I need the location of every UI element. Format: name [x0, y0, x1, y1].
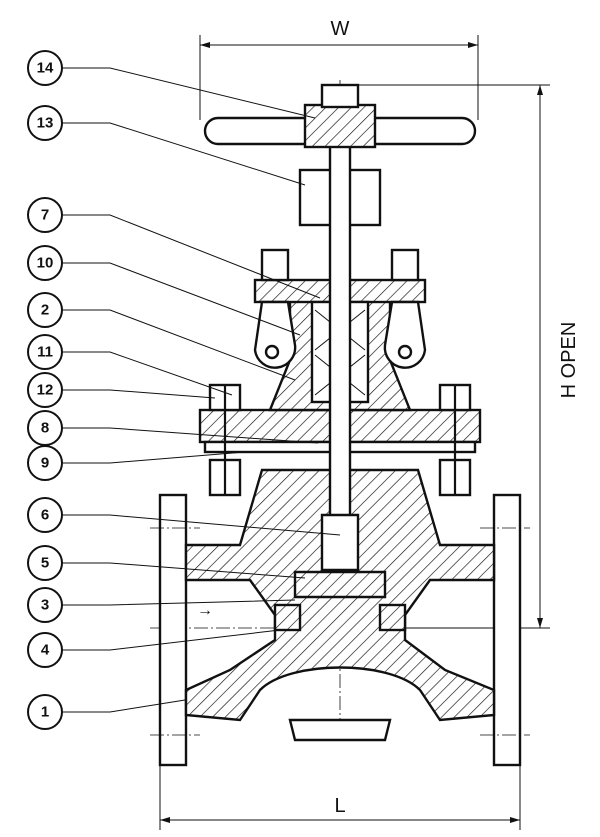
callout-number: 8 [41, 420, 49, 437]
leader-line [62, 351, 233, 396]
callout-4: 4 [27, 629, 281, 668]
callout-circle [27, 292, 63, 328]
disc [293, 570, 387, 599]
callout-circle [27, 372, 63, 408]
callout-circle [27, 105, 63, 141]
callout-5: 5 [27, 545, 306, 581]
callout-7: 7 [27, 197, 321, 299]
callout-11: 11 [27, 334, 233, 396]
callout-number: 4 [41, 642, 50, 659]
callout-14: 14 [27, 50, 316, 119]
callout-number: 3 [41, 597, 49, 614]
dimension-h-label: H OPEN [558, 322, 580, 399]
callout-circle [27, 497, 63, 533]
callout-number: 14 [37, 60, 54, 77]
leader-line [62, 309, 296, 381]
callout-circle [27, 694, 63, 730]
callout-number: 11 [37, 344, 53, 361]
callout-number: 6 [41, 507, 49, 524]
leader-line [62, 562, 306, 579]
callout-circle [27, 334, 63, 370]
callout-circle [27, 245, 63, 281]
callout-1: 1 [27, 694, 186, 730]
leader-line [62, 214, 321, 299]
callout-9: 9 [27, 445, 246, 481]
leader-line [62, 699, 186, 713]
handwheel [203, 83, 477, 149]
seat-ring-right [378, 603, 407, 632]
callout-6: 6 [27, 497, 341, 536]
callout-number: 10 [37, 255, 54, 272]
dimension-l-label: L [334, 795, 345, 817]
callouts: 14 13 7 10 2 11 12 8 9 6 5 3 4 1 [27, 50, 341, 730]
callout-2: 2 [27, 292, 296, 381]
flow-arrow: → [197, 602, 213, 619]
seat-ring-left [273, 603, 302, 632]
leader-line [62, 67, 316, 119]
callout-number: 2 [41, 302, 49, 319]
leader-line [62, 514, 341, 536]
callout-number: 12 [37, 382, 54, 399]
leader-line [62, 629, 281, 651]
callout-13: 13 [27, 105, 306, 186]
callout-number: 1 [41, 704, 49, 721]
callout-number: 7 [41, 207, 49, 224]
callout-number: 9 [41, 455, 49, 472]
leader-line [62, 122, 306, 186]
leader-line [62, 599, 296, 606]
leader-line [62, 389, 216, 399]
leader-line [62, 262, 301, 336]
leader-line [62, 427, 319, 444]
leader-line [62, 451, 246, 464]
callout-12: 12 [27, 372, 216, 408]
callout-circle [27, 197, 63, 233]
callout-3: 3 [27, 587, 296, 623]
callout-circle [27, 445, 63, 481]
callout-circle [27, 587, 63, 623]
callout-circle [27, 632, 63, 668]
dimension-w-label: W [331, 18, 350, 40]
callout-10: 10 [27, 245, 301, 336]
callout-number: 5 [41, 555, 49, 572]
dimension-w: W [199, 18, 479, 120]
callout-circle [27, 50, 63, 86]
callout-number: 13 [37, 115, 54, 132]
callout-circle [27, 545, 63, 581]
